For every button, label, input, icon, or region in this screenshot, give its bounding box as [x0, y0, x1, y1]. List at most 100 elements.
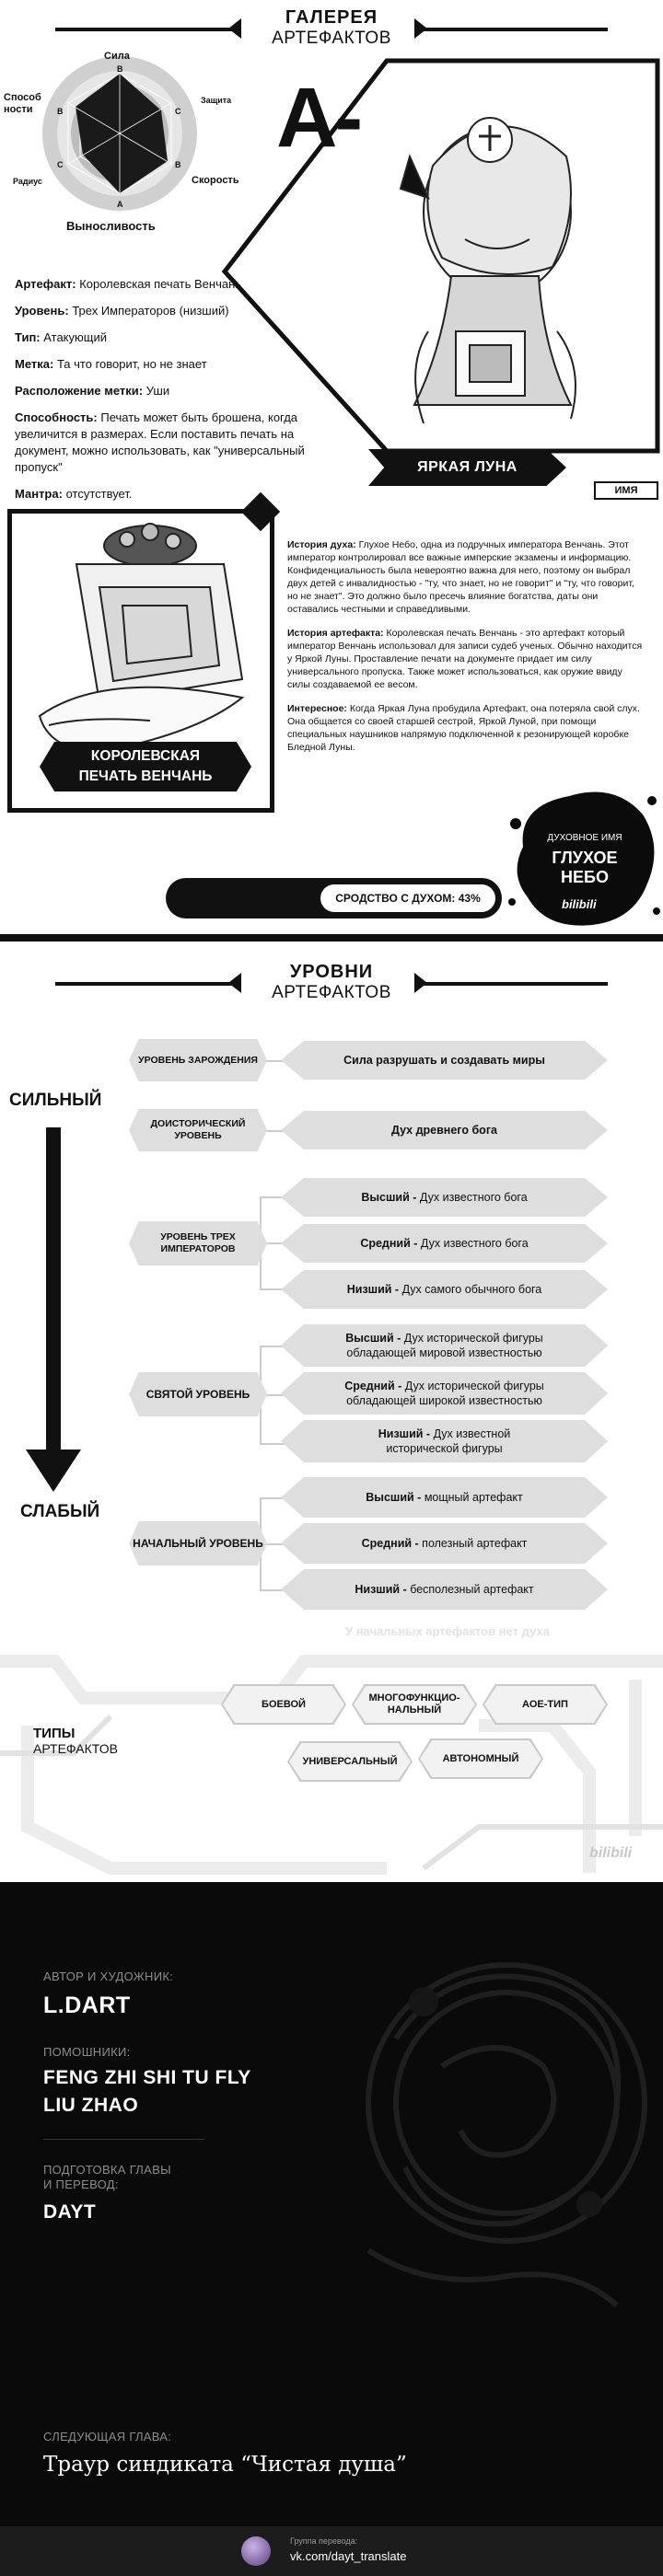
artifact-story: История духа: Глухое Небо, одна из подру…	[287, 538, 646, 765]
spirit-affinity-text: СРОДСТВО С ДУХОМ: 43%	[320, 884, 495, 912]
levels-header-arrow-left-icon	[228, 973, 241, 993]
character-name-tag: ИМЯ	[594, 481, 658, 500]
level-desc-prehistoric: Дух древнего бога	[281, 1111, 608, 1149]
radar-graphic	[42, 56, 197, 211]
radar-label-top: Сила	[104, 51, 130, 62]
levels-title-bold: УРОВНИ	[289, 962, 374, 982]
types-title-sub: АРТЕФАКТОВ	[33, 1741, 118, 1756]
radar-label-left: Способ ности	[4, 92, 41, 115]
level-desc-origin: Сила разрушать и создавать миры	[281, 1041, 608, 1080]
credit-author: L.DART	[43, 1993, 131, 2018]
levels-header-line-left	[55, 982, 239, 986]
spirit-name-line1: ГЛУХОЕ	[552, 849, 618, 867]
credits-section: АВТОР И ХУДОЖНИК: L.DART ПОМОШНИКИ: FENG…	[0, 1882, 663, 2576]
level-init-low: Низший - бесполезный артефакт	[281, 1569, 608, 1610]
level-three-low: Низший - Дух самого обычного бога	[281, 1270, 608, 1309]
stats-radar: Сила Защита Скорость Выносливость Радиус…	[0, 46, 267, 233]
strong-label: СИЛЬНЫЙ	[9, 1091, 102, 1110]
gallery-title-sub: АРТЕФАКТОВ	[272, 29, 391, 48]
header-arrow-left-icon	[228, 18, 241, 39]
level-tag-three-emperors: УРОВЕНЬ ТРЕХ ИМПЕРАТОРОВ	[129, 1221, 267, 1265]
spirit-name-label: ДУХОВНОЕ ИМЯ	[547, 833, 622, 843]
radar-grade-right: B	[175, 160, 181, 169]
artifact-levels-section: УРОВНИ АРТЕФАКТОВ СИЛЬНЫЙ СЛАБЫЙ УРОВЕНЬ…	[0, 934, 663, 1882]
type-aoe: АОЕ-ТИП	[483, 1684, 608, 1725]
connector	[260, 1196, 287, 1198]
connector	[260, 1497, 287, 1499]
artifact-name-line1: КОРОЛЕВСКАЯ	[90, 748, 201, 764]
group-label: Группа перевода:	[290, 2536, 358, 2546]
gallery-title: ГАЛЕРЕЯ АРТЕФАКТОВ	[230, 7, 433, 49]
credit-helper-1: FENG ZHI SHI TU FLY	[43, 2067, 251, 2088]
artifact-card: КОРОЛЕВСКАЯ ПЕЧАТЬ ВЕНЧАНЬ	[7, 509, 274, 813]
artifact-illustration	[38, 523, 245, 755]
character-illustration	[399, 117, 576, 424]
radar-label-bottom: Выносливость	[66, 219, 156, 233]
levels-note: У начальных артефактов нет духа	[345, 1624, 550, 1638]
character-frame: ЯРКАЯ ЛУНА ИМЯ	[221, 55, 663, 511]
spirit-affinity-bar: СРОДСТВО С ДУХОМ: 43%	[166, 878, 502, 918]
strength-axis-bar	[46, 1127, 61, 1463]
radar-label-bottom-left: Радиус	[13, 177, 42, 186]
spirit-name-badge: ДУХОВНОЕ ИМЯ ГЛУХОЕ НЕБО bilibili	[505, 782, 663, 934]
connector	[260, 1589, 287, 1591]
level-tag-origin: УРОВЕНЬ ЗАРОЖДЕНИЯ	[129, 1039, 267, 1081]
next-chapter-title: Траур синдиката “Чистая душа”	[43, 2453, 407, 2477]
info-mantra: Мантра: отсутствует.	[15, 487, 133, 501]
level-tag-initial: НАЧАЛЬНЫЙ УРОВЕНЬ	[129, 1521, 267, 1565]
connector	[260, 1346, 287, 1347]
story-spirit: История духа: Глухое Небо, одна из подру…	[287, 539, 634, 615]
artifact-info: Артефакт: Королевская печать Венчань Уро…	[15, 276, 328, 513]
level-tag-saint: СВЯТОЙ УРОВЕНЬ	[129, 1372, 267, 1416]
types-title: ТИПЫ АРТЕФАКТОВ	[33, 1726, 118, 1756]
credit-helpers-label: ПОМОШНИКИ:	[43, 2045, 131, 2059]
credit-prep-label-1: ПОДГОТОВКА ГЛАВЫ	[43, 2163, 171, 2177]
artifact-name-line2: ПЕЧАТЬ ВЕНЧАНЬ	[78, 768, 213, 784]
connector	[260, 1443, 287, 1445]
character-name-banner: ЯРКАЯ ЛУНА	[368, 449, 566, 486]
info-ability: Способность: Печать может быть брошена, …	[15, 410, 305, 474]
story-fact: Интересное: Когда Яркая Луна пробудила А…	[287, 703, 640, 753]
type-universal: УНИВЕРСАЛЬНЫЙ	[287, 1741, 413, 1782]
footer: Группа перевода: vk.com/dayt_translate	[0, 2526, 663, 2576]
radar-grade-top-right: C	[175, 107, 181, 116]
type-autonomous: АВТОНОМНЫЙ	[418, 1739, 543, 1779]
spirit-watermark: bilibili	[562, 897, 597, 911]
types-title-bold: ТИПЫ	[33, 1726, 76, 1741]
level-three-high: Высший - Дух известного бога	[281, 1178, 608, 1217]
level-three-mid: Средний - Дух известного бога	[281, 1224, 608, 1263]
connector	[260, 1288, 287, 1290]
level-saint-high: Высший - Дух исторической фигуры обладаю…	[281, 1324, 608, 1367]
radar-label-right: Скорость	[192, 175, 239, 186]
artifact-gallery-section: ГАЛЕРЕЯ АРТЕФАКТОВ Сила Защита Скорость …	[0, 0, 663, 934]
divider-stripe	[0, 934, 663, 941]
level-init-high: Высший - мощный артефакт	[281, 1477, 608, 1518]
circuit-background	[0, 1655, 663, 1875]
dragon-emblem-icon	[366, 1962, 647, 2308]
weak-label: СЛАБЫЙ	[20, 1502, 100, 1521]
radar-grade-top: B	[117, 64, 123, 74]
gallery-title-bold: ГАЛЕРЕЯ	[285, 7, 378, 28]
artifact-name-banner: КОРОЛЕВСКАЯ ПЕЧАТЬ ВЕНЧАНЬ	[40, 742, 251, 791]
radar-grade-bottom-left: C	[57, 160, 64, 169]
spirit-name-line2: НЕБО	[561, 868, 609, 886]
group-link[interactable]: vk.com/dayt_translate	[290, 2549, 407, 2563]
character-name: ЯРКАЯ ЛУНА	[417, 459, 518, 475]
next-chapter-label: СЛЕДУЮЩАЯ ГЛАВА:	[43, 2430, 172, 2443]
info-mark-position: Расположение метки: Уши	[15, 384, 170, 398]
level-saint-mid: Средний - Дух исторической фигуры облада…	[281, 1372, 608, 1415]
story-artifact: История артефакта: Королевская печать Ве…	[287, 628, 643, 690]
types-watermark: bilibili	[589, 1845, 633, 1861]
ink-splash-icon	[508, 791, 660, 926]
header-line-right	[424, 28, 608, 31]
type-combat: БОЕВОЙ	[221, 1684, 346, 1725]
info-type: Тип: Атакующий	[15, 330, 107, 344]
levels-header-arrow-right-icon	[414, 973, 427, 993]
level-tag-prehistoric: ДОИСТОРИЧЕСКИЙ УРОВЕНЬ	[129, 1109, 267, 1151]
radar-grade-left: B	[57, 107, 64, 116]
credit-separator	[43, 2139, 204, 2140]
type-multifunctional: МНОГОФУНКЦИО- НАЛЬНЫЙ	[352, 1684, 477, 1725]
level-saint-low: Низший - Дух известной исторической фигу…	[281, 1420, 608, 1462]
credit-prep-label-2: И ПЕРЕВОД:	[43, 2177, 119, 2191]
levels-title: УРОВНИ АРТЕФАКТОВ	[230, 962, 433, 1003]
